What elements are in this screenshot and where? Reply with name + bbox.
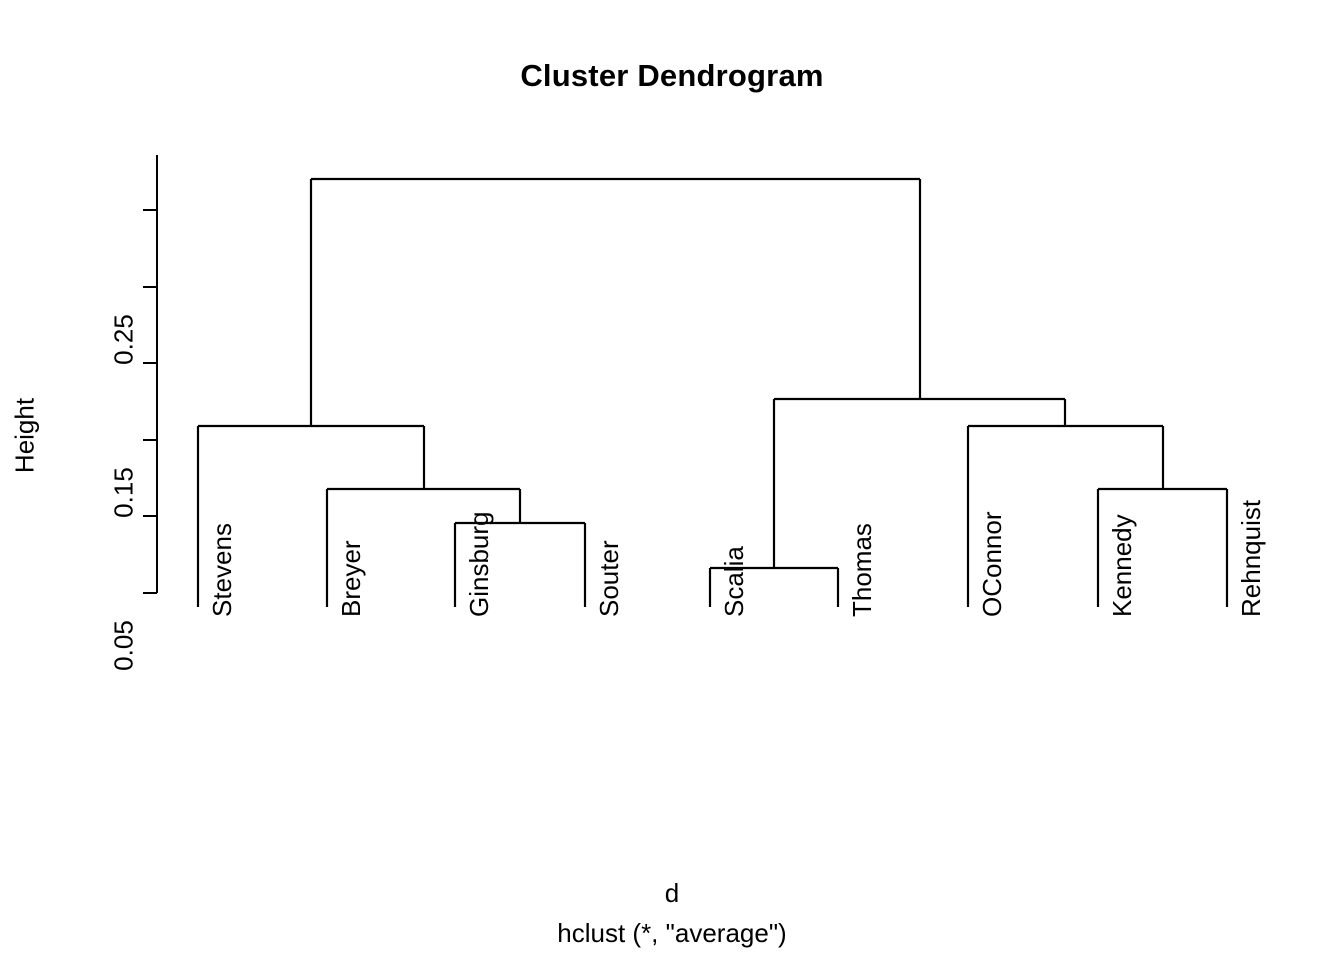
- merge-node-m3: [196, 424, 426, 607]
- y-tick-label-015: 0.15: [108, 467, 139, 518]
- x-axis-label-secondary: hclust (*, "average"): [557, 918, 787, 948]
- y-tick-label-025: 0.25: [108, 314, 139, 365]
- leaf-label-rehnquist: Rehnquist: [1236, 499, 1266, 617]
- leaf-label-stevens: Stevens: [207, 523, 237, 617]
- merge-node-m1: [453, 521, 587, 607]
- page-title: Cluster Dendrogram: [520, 58, 824, 93]
- leaf-label-ginsburg: Ginsburg: [464, 511, 494, 618]
- merge-node-m2: [325, 487, 522, 607]
- merge-node-m7: [772, 397, 1067, 568]
- merge-node-m4: [708, 566, 840, 607]
- leaf-label-thomas: Thomas: [847, 523, 877, 617]
- merge-node-m6: [966, 424, 1165, 607]
- dendrogram-tree: [196, 177, 1229, 607]
- merge-node-m5: [1096, 487, 1229, 607]
- leaf-label-breyer: Breyer: [336, 540, 366, 617]
- leaf-label-scalia: Scalia: [719, 546, 749, 617]
- leaf-label-oconnor: OConnor: [977, 511, 1007, 618]
- x-axis-label-primary: d: [664, 878, 680, 908]
- leaf-label-kennedy: Kennedy: [1107, 514, 1137, 617]
- leaf-label-souter: Souter: [594, 540, 624, 617]
- y-axis: [143, 155, 159, 595]
- y-tick-label-005: 0.05: [108, 620, 139, 671]
- merge-node-m8: [309, 177, 922, 426]
